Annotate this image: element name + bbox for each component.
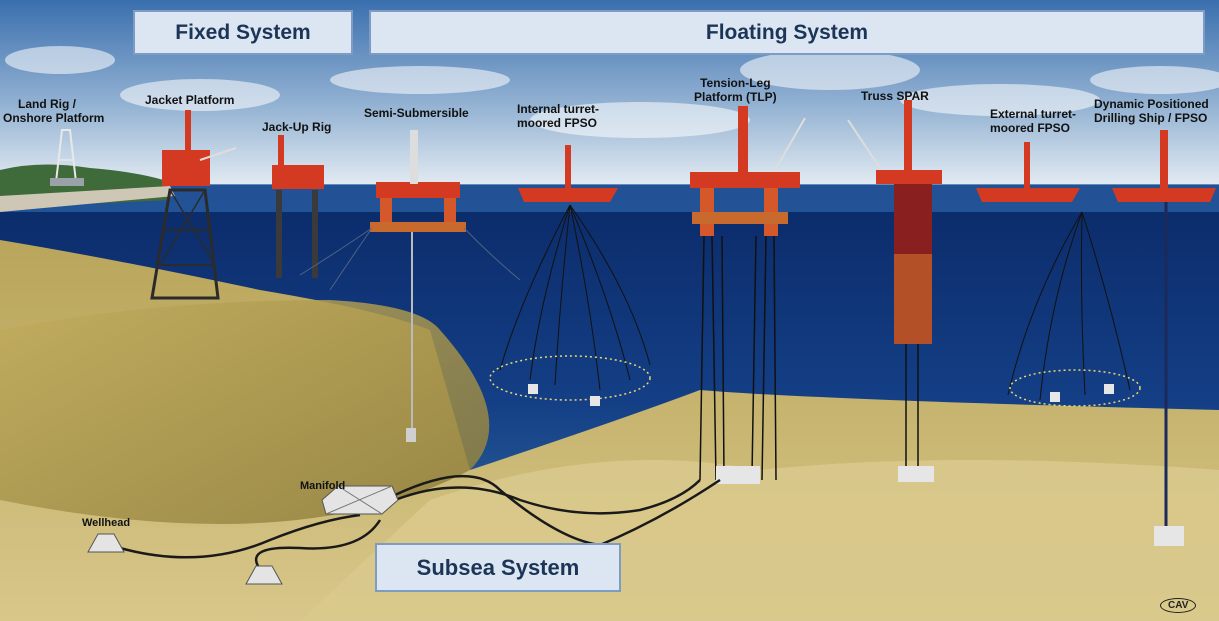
label-dp-ship-line2: Drilling Ship / FPSO — [1094, 111, 1208, 125]
subsea-flowlines — [119, 474, 721, 573]
continental-slope — [0, 300, 490, 524]
label-external-fpso-line2: moored FPSO — [990, 121, 1071, 135]
clouds — [5, 46, 1219, 138]
floating-system-banner: Floating System — [369, 10, 1205, 55]
label-land-rig-line1: Land Rig / — [18, 97, 76, 111]
label-land-rig: Land Rig / Onshore Platform — [3, 97, 104, 125]
label-jacket-platform: Jacket Platform — [145, 93, 235, 107]
internal-fpso — [489, 145, 651, 406]
label-jackup-rig: Jack-Up Rig — [262, 120, 332, 134]
land-rig — [50, 129, 84, 186]
jackup-rig — [272, 135, 324, 278]
label-external-fpso-line1: External turret- — [990, 107, 1077, 121]
credit-mark: CAV — [1160, 598, 1197, 613]
label-dp-ship: Dynamic Positioned Drilling Ship / FPSO — [1094, 97, 1209, 125]
semi-submersible — [299, 130, 521, 442]
label-dp-ship-line1: Dynamic Positioned — [1094, 97, 1209, 111]
label-internal-fpso-line1: Internal turret- — [517, 102, 600, 116]
manifold — [321, 485, 399, 515]
label-tlp: Tension-Leg Platform (TLP) — [694, 76, 777, 104]
label-land-rig-line2: Onshore Platform — [3, 111, 105, 125]
label-tlp-line1: Tension-Leg — [700, 76, 771, 90]
label-wellhead: Wellhead — [82, 517, 131, 529]
jacket-platform — [150, 110, 237, 300]
label-semi-submersible: Semi-Submersible — [364, 106, 469, 120]
tension-leg-platform — [690, 106, 806, 484]
wellhead — [87, 533, 283, 585]
external-fpso — [976, 142, 1141, 407]
shoreline-beach — [0, 186, 175, 212]
label-tlp-line2: Platform (TLP) — [694, 90, 777, 104]
dp-drilling-ship — [1112, 130, 1216, 546]
truss-spar — [847, 100, 942, 482]
label-internal-fpso-line2: moored FPSO — [517, 116, 598, 130]
label-manifold: Manifold — [300, 480, 346, 492]
fixed-system-banner: Fixed System — [133, 10, 353, 55]
subsea-system-banner: Subsea System — [375, 543, 621, 592]
label-external-fpso: External turret- moored FPSO — [990, 107, 1076, 135]
label-internal-fpso: Internal turret- moored FPSO — [517, 102, 599, 130]
label-truss-spar: Truss SPAR — [861, 89, 929, 103]
